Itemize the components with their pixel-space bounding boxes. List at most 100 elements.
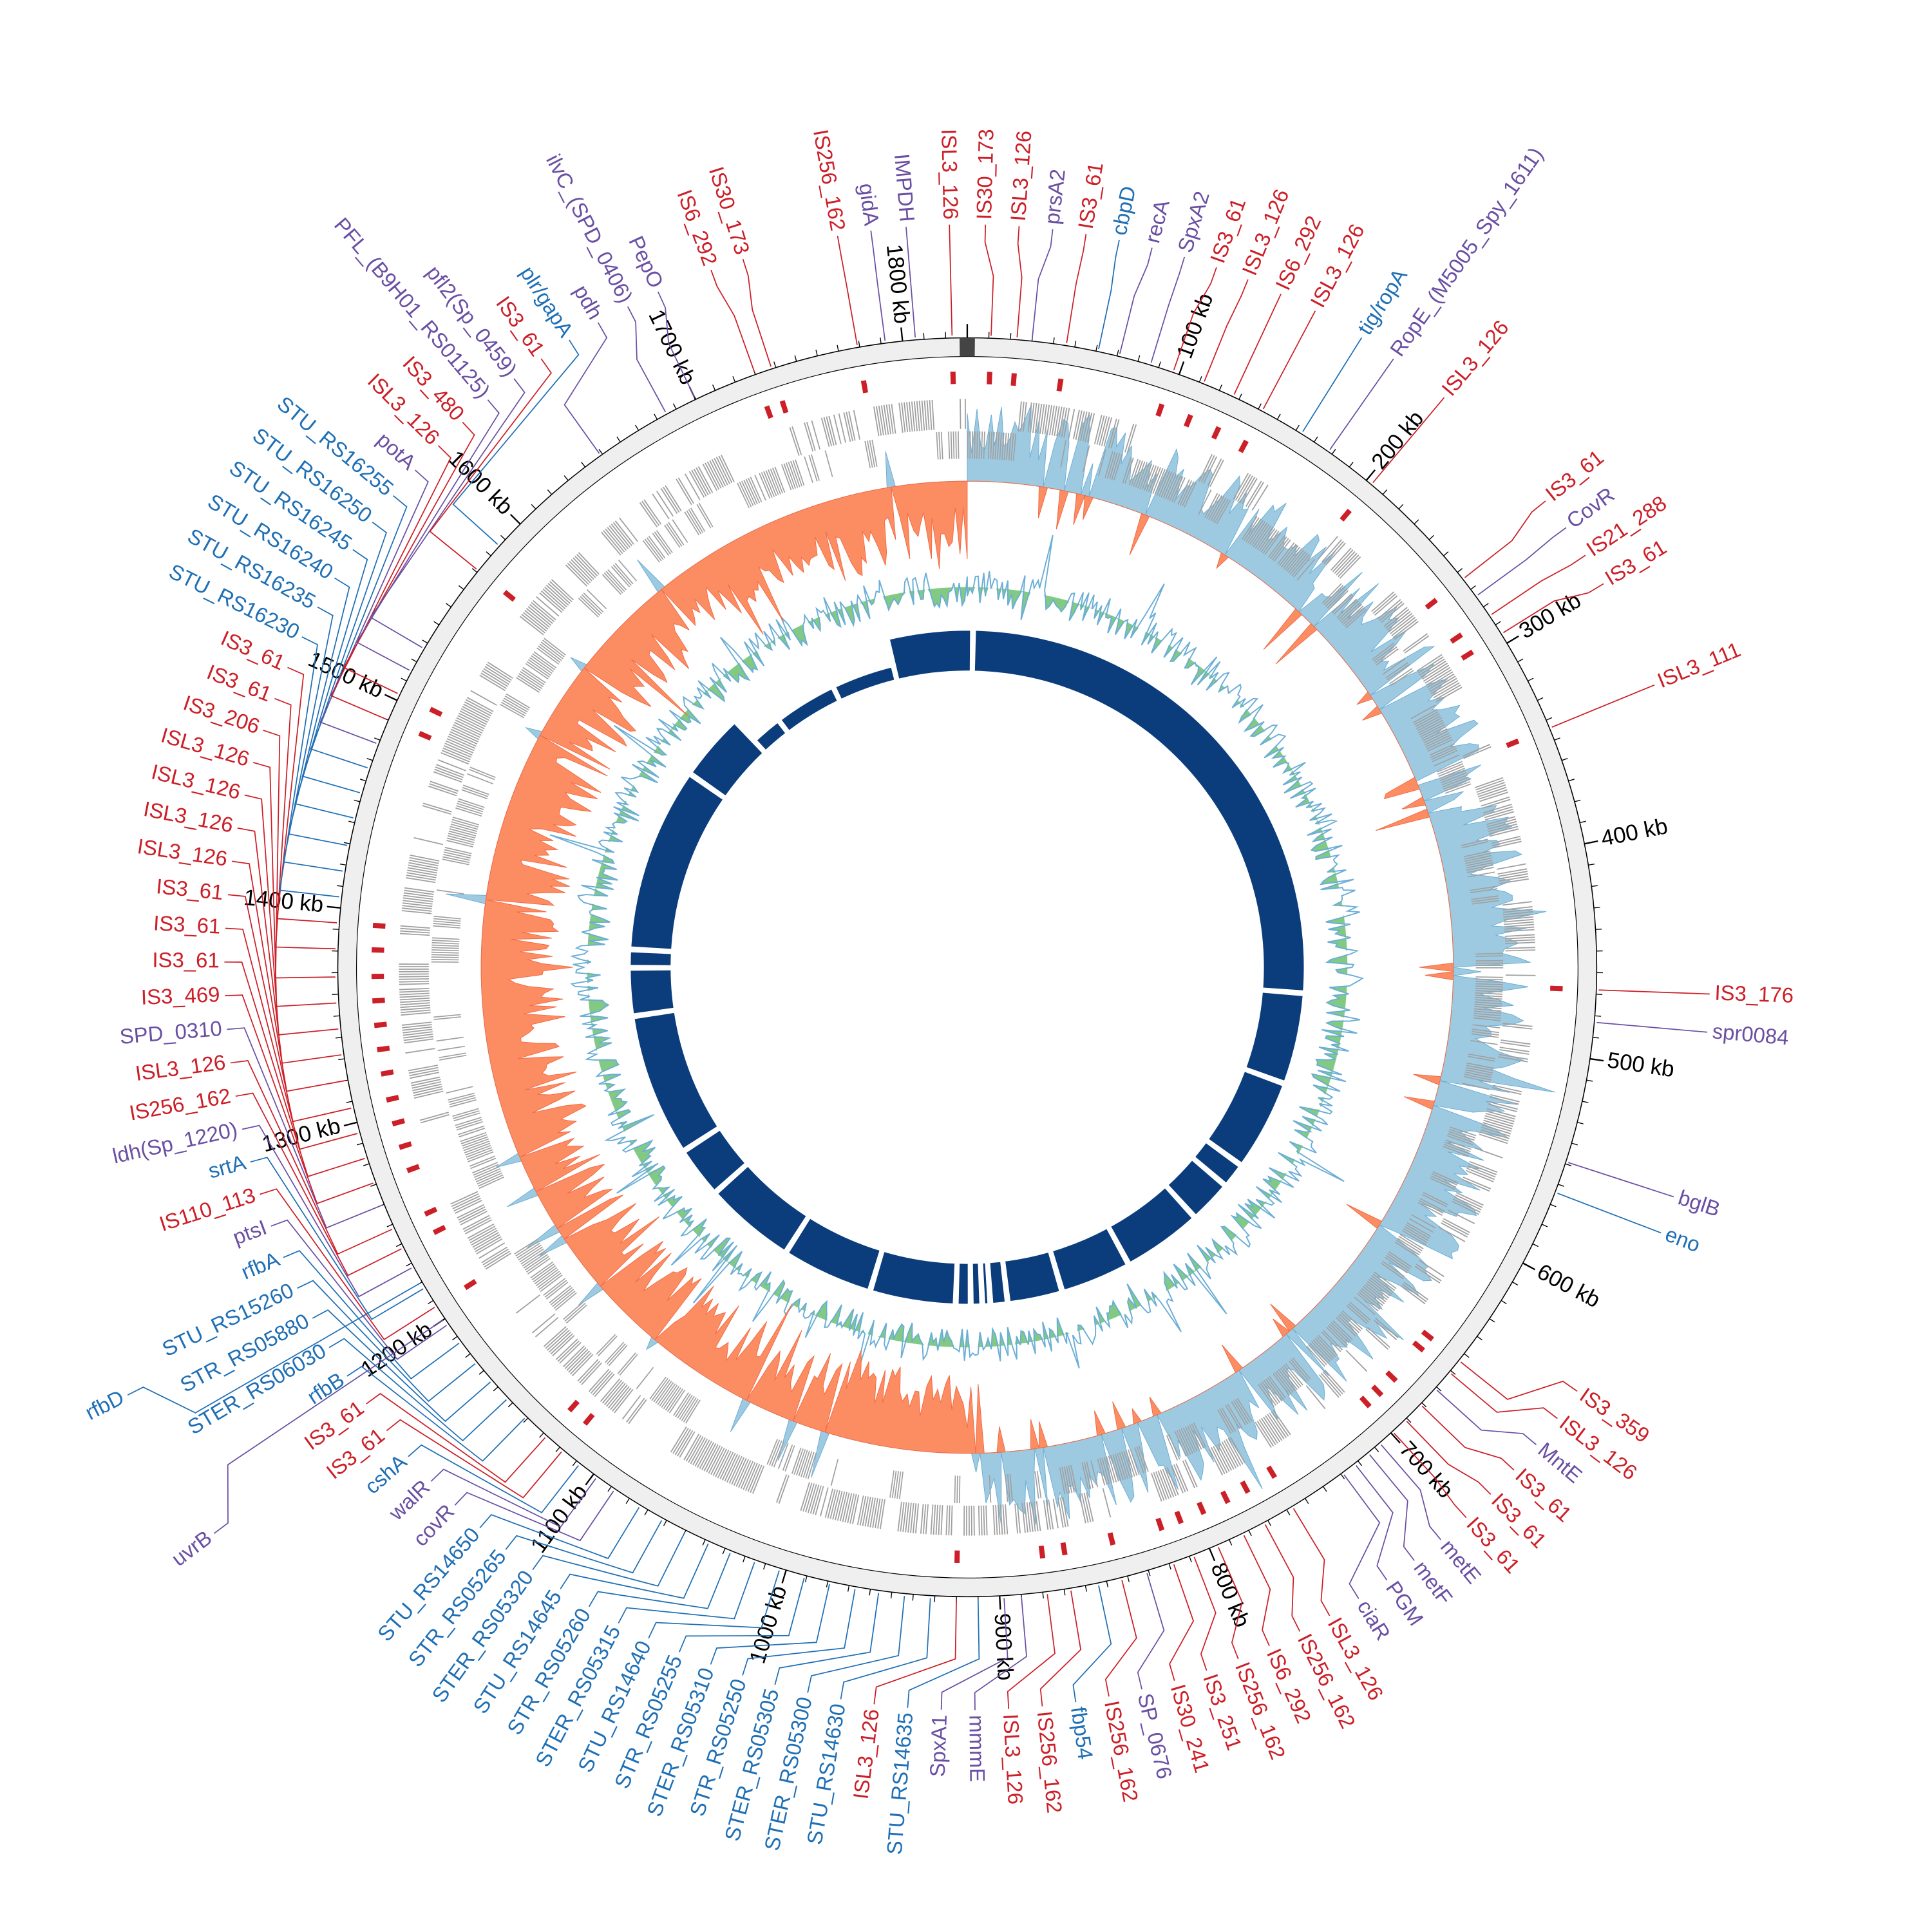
gene-bar xyxy=(557,1340,580,1362)
minor-tick xyxy=(794,355,797,362)
gene-bar xyxy=(652,493,670,520)
minor-tick xyxy=(1238,393,1242,400)
gene-bar xyxy=(1251,522,1268,546)
gene-bar xyxy=(674,1428,692,1455)
gene-bar xyxy=(1498,873,1528,880)
gene-bar xyxy=(1171,1465,1184,1493)
gene-bar xyxy=(692,1438,708,1466)
gene-bar xyxy=(1280,545,1299,568)
leader-line xyxy=(1193,1557,1217,1671)
gene-bar xyxy=(1424,667,1451,684)
minor-tick xyxy=(1198,376,1202,383)
gene-bar xyxy=(451,821,478,830)
gene-bar xyxy=(1260,1382,1277,1406)
minor-tick xyxy=(1495,621,1501,625)
feature-label: IS3_61 xyxy=(153,911,221,938)
gene-bar xyxy=(514,1238,538,1255)
gene-bar xyxy=(1334,551,1356,574)
gene-bar xyxy=(835,1490,843,1520)
gene-bar xyxy=(1106,451,1116,479)
gene-bar xyxy=(1033,1501,1039,1531)
gene-bar xyxy=(1346,1305,1368,1325)
is-element-mark xyxy=(1421,1329,1434,1341)
gene-bar xyxy=(706,461,722,489)
gene-bar xyxy=(542,639,565,658)
gene-bar xyxy=(500,703,525,719)
gene-bar xyxy=(1489,828,1519,837)
gene-bar xyxy=(1420,660,1446,678)
gene-bar xyxy=(1184,482,1197,508)
minor-tick xyxy=(763,1563,766,1570)
minor-tick xyxy=(422,639,428,644)
leader-line xyxy=(1098,240,1120,350)
minor-tick xyxy=(1537,697,1544,701)
gene-bar xyxy=(464,1217,491,1233)
gene-bar xyxy=(1473,1008,1502,1012)
gene-bar xyxy=(451,726,480,741)
is-element-mark xyxy=(1056,378,1064,392)
synteny-block xyxy=(1246,992,1303,1081)
gene-bar xyxy=(1207,458,1222,486)
gene-bar xyxy=(1470,886,1497,891)
gene-bar xyxy=(1497,871,1528,877)
gene-bar xyxy=(554,1292,577,1311)
gene-bar xyxy=(1505,974,1536,976)
feature-label: ISL3_126 xyxy=(937,129,963,220)
gene-bar xyxy=(1193,1422,1207,1448)
gene-bar xyxy=(1424,732,1450,746)
gene-bar xyxy=(1320,1372,1341,1396)
gene-bar xyxy=(1403,1282,1429,1300)
minor-tick xyxy=(1398,504,1404,509)
gene-bar xyxy=(1462,1179,1490,1192)
gene-bar xyxy=(536,1269,559,1287)
gene-bar xyxy=(696,504,712,529)
minor-tick xyxy=(1528,677,1534,682)
gene-bar xyxy=(437,889,464,895)
gene-bar xyxy=(565,1304,587,1324)
gene-bar xyxy=(1416,1264,1442,1282)
synteny-block xyxy=(1053,1229,1126,1290)
gene-bar xyxy=(983,431,985,459)
gene-bar xyxy=(1339,556,1361,579)
is-element-mark xyxy=(954,1550,960,1564)
gene-bar xyxy=(1499,875,1529,882)
gene-bar xyxy=(402,1024,432,1028)
leader-line xyxy=(452,339,580,545)
gene-bar xyxy=(765,470,777,497)
gene-bar xyxy=(413,1088,443,1097)
gene-bar xyxy=(1471,1033,1499,1038)
feature-label: fbp54 xyxy=(1066,1705,1098,1761)
gene-bar xyxy=(688,1436,704,1463)
gene-bar xyxy=(1099,1458,1108,1485)
is-element-ring xyxy=(371,371,1563,1564)
is-element-mark xyxy=(1461,649,1474,661)
gene-bar xyxy=(889,1470,895,1498)
leader-line xyxy=(618,1562,755,1624)
gene-bar xyxy=(1475,965,1504,967)
gene-bar xyxy=(1466,864,1494,871)
gene-bar xyxy=(754,475,766,501)
gene-bar xyxy=(457,800,484,810)
gene-bar xyxy=(618,517,638,542)
leader-line xyxy=(1598,989,1710,995)
gene-bar xyxy=(788,462,799,488)
gene-bar xyxy=(1262,531,1280,554)
minor-tick xyxy=(564,475,569,481)
gene-bar xyxy=(543,1326,567,1347)
gene-bar xyxy=(410,854,440,862)
gene-bar xyxy=(1502,1023,1533,1027)
gene-bar xyxy=(431,949,459,952)
leader-line xyxy=(873,1599,957,1705)
gene-bar xyxy=(1465,859,1493,867)
gene-bar xyxy=(715,1450,730,1477)
gene-bar xyxy=(1499,1049,1530,1055)
gene-bar xyxy=(454,1200,482,1214)
gene-bar xyxy=(431,937,460,940)
gene-bar xyxy=(739,482,752,507)
gene-bar xyxy=(653,1379,670,1403)
gene-bar xyxy=(664,524,681,548)
gene-bar xyxy=(1484,1115,1514,1125)
gene-bar xyxy=(1444,783,1472,794)
gene-bar xyxy=(1482,804,1512,814)
gene-bar xyxy=(660,488,678,514)
